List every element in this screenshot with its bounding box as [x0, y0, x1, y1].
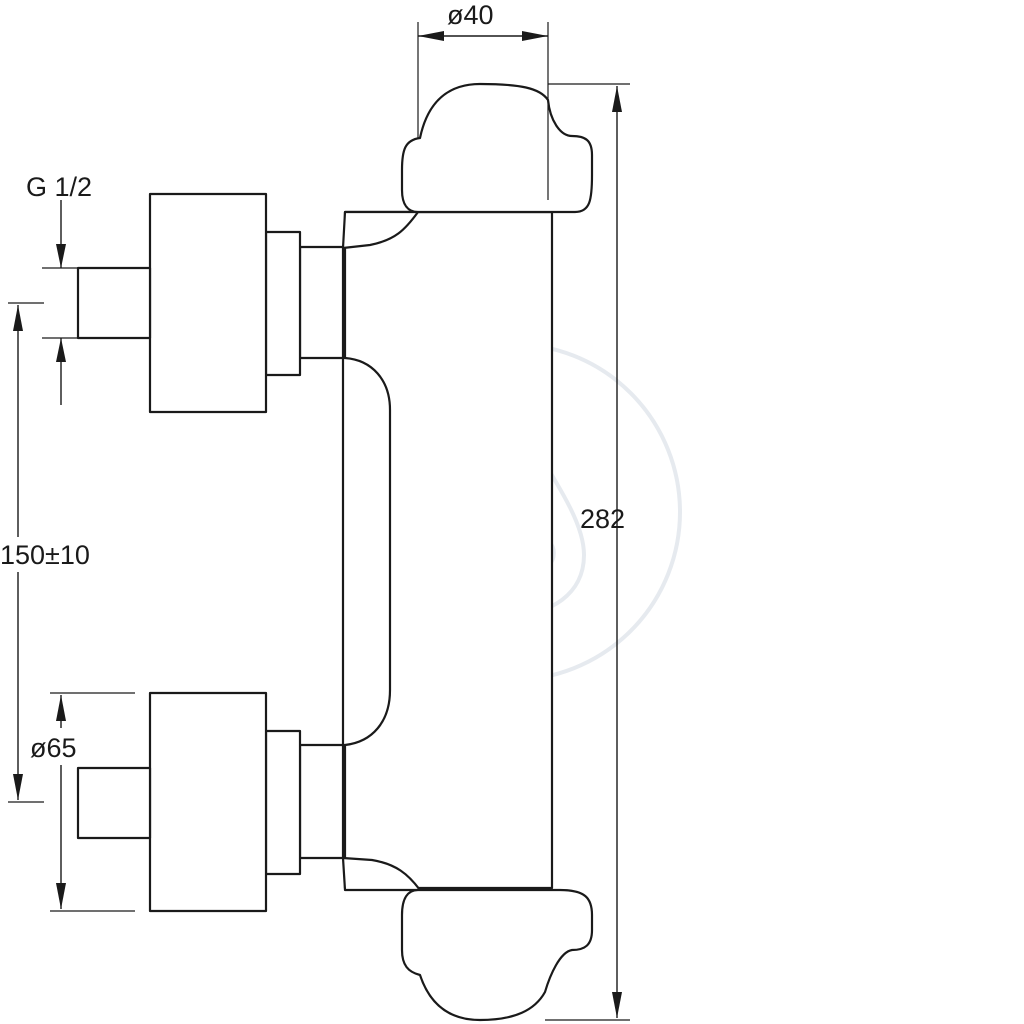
bottom-handle [400, 888, 594, 1022]
outer-diameter-label: ø65 [30, 733, 77, 763]
dimension-outer-diameter: ø65 [30, 692, 135, 912]
dimension-thread: G 1/2 [26, 172, 92, 405]
lower-inlet-sleeve [298, 743, 345, 860]
upper-inlet-nut [264, 230, 302, 377]
lower-inlet-pipe [76, 766, 152, 840]
inlet-spacing-label: 150±10 [0, 540, 90, 570]
lower-inlet-flange [148, 691, 268, 913]
top-handle [400, 82, 594, 214]
thread-label: G 1/2 [26, 172, 92, 202]
inner-bend [341, 356, 392, 747]
upper-inlet-flange [148, 192, 268, 414]
upper-inlet-sleeve [298, 245, 345, 360]
total-height-label: 282 [580, 504, 625, 534]
dimension-top-diameter: ø40 [417, 0, 549, 200]
dimension-total-height: 282 [545, 83, 630, 1021]
top-diameter-label: ø40 [447, 0, 494, 30]
dimension-inlet-spacing: 150±10 [0, 302, 90, 803]
lower-inlet-nut [264, 729, 302, 876]
upper-inlet-pipe [76, 266, 152, 340]
